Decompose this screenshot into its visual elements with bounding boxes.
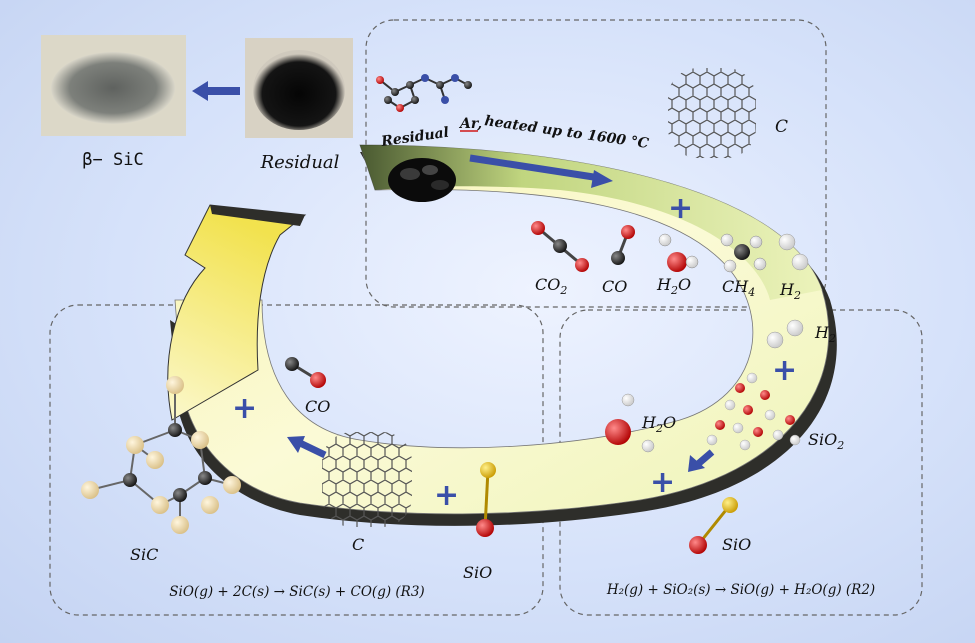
co-left-label: CO	[305, 397, 330, 416]
plus-right-bottom: +	[650, 465, 675, 500]
co-molecule-left-icon	[285, 357, 326, 388]
temperature-label: heated up to 1600 °C	[483, 113, 649, 152]
residual-photo	[245, 38, 353, 138]
reaction-r2-equation: H₂(g) + SiO₂(s) → SiO(g) + H₂O(g) (R2)	[606, 582, 875, 598]
beta-sic-photo	[41, 35, 186, 136]
photo-arrow-head	[192, 81, 208, 101]
plus-right-top: +	[772, 353, 797, 388]
h2-top-label: H2	[779, 280, 801, 302]
sio-molecule-right-icon	[689, 497, 738, 554]
ring-surface	[174, 144, 830, 515]
process-arrow-left	[298, 439, 327, 459]
ring-green-segment	[360, 145, 822, 300]
ch4-molecule-icon	[720, 233, 767, 273]
cycle-arrow-edge	[210, 205, 305, 226]
sic-crystal-icon	[81, 376, 241, 534]
top-dashed-box	[365, 19, 827, 308]
sio2-cluster-icon	[706, 372, 801, 451]
graphene-left-icon	[322, 432, 412, 527]
h2-right-label: H2	[814, 323, 836, 345]
h2o-top-label: H2O	[656, 275, 691, 297]
plus-top: +	[668, 191, 693, 226]
h2-molecule-top-icon	[778, 233, 809, 271]
sio-left-label: SiO	[463, 563, 492, 582]
graphene-top-label: C	[775, 117, 788, 137]
residual-chunk	[388, 158, 456, 202]
process-arrow-right	[695, 449, 715, 467]
organic-molecule-icon	[376, 74, 472, 112]
h2o-right-label: H2O	[641, 413, 676, 435]
process-arrow-left-head	[287, 436, 305, 453]
process-arrow-top	[469, 154, 601, 182]
graphene-top-icon	[668, 68, 756, 158]
sio-molecule-left-icon	[476, 462, 496, 537]
h2o-molecule-right-icon	[605, 393, 655, 453]
h2o-molecule-top-icon	[658, 233, 699, 272]
co-molecule-top-icon	[611, 225, 635, 265]
residual-photo-label: Residual	[260, 152, 340, 173]
plus-left-top: +	[232, 391, 257, 426]
ar-gas-label: Ar,	[458, 116, 482, 132]
co-top-label: CO	[602, 277, 627, 296]
reaction-r3-equation: SiO(g) + 2C(s) → SiC(s) + CO(g) (R3)	[169, 584, 424, 600]
graphene-left-label: C	[352, 535, 364, 554]
co2-molecule-icon	[531, 221, 589, 272]
process-arrow-top-head	[591, 170, 613, 188]
sio2-label: SiO2	[808, 430, 844, 452]
ch4-label: CH4	[722, 277, 755, 299]
sio-right-label: SiO	[722, 535, 751, 554]
process-arrow-right-head	[688, 455, 705, 472]
co2-label: CO2	[535, 275, 567, 297]
sic-label: SiC	[130, 545, 158, 564]
h2-molecule-right-icon	[766, 319, 804, 349]
beta-sic-label: β− SiC	[82, 150, 143, 170]
plus-left-bottom: +	[434, 478, 459, 513]
